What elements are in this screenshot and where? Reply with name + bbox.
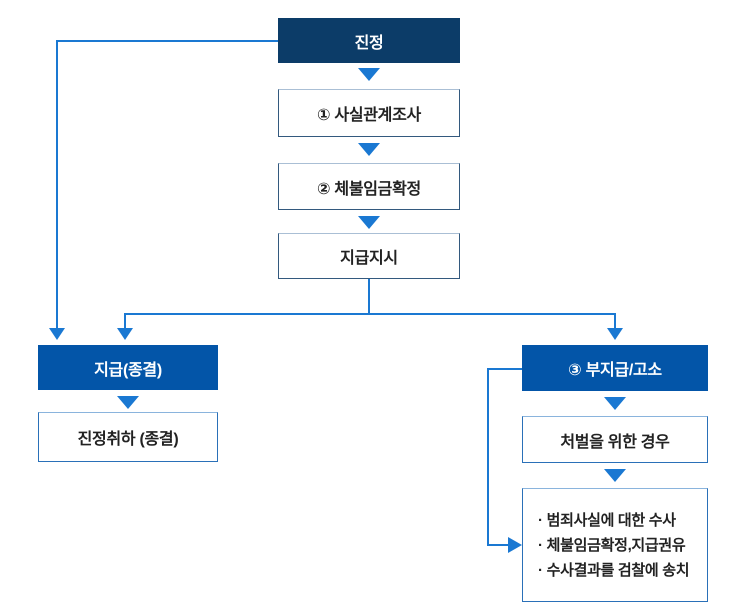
arrow-down-icon — [358, 216, 380, 229]
investigation-item: · 수사결과를 검찰에 송치 — [538, 561, 690, 579]
connector-branch-left-drop — [124, 313, 126, 329]
connector-branch-right-drop — [614, 313, 616, 329]
node-petition: 진정 — [278, 18, 460, 63]
connector-wrap-top — [488, 368, 522, 370]
arrow-down-icon — [358, 68, 380, 81]
arrow-down-icon — [49, 328, 65, 340]
arrow-right-icon — [508, 537, 522, 553]
connector-branch-stem — [368, 279, 370, 315]
node-unpaid-wage-confirmation: ② 체불임금확정 — [278, 163, 460, 210]
connector-petition-left-horizontal — [56, 40, 278, 42]
arrow-down-icon — [604, 397, 626, 410]
node-punishment-case: 처벌을 위한 경우 — [522, 416, 708, 463]
arrow-down-icon — [604, 469, 626, 482]
connector-petition-left-vertical — [56, 40, 58, 329]
node-withdrawal-closed: 진정취하 (종결) — [38, 412, 218, 462]
connector-wrap-vertical — [487, 368, 489, 546]
node-payment-order: 지급지시 — [278, 233, 460, 279]
node-fact-investigation: ① 사실관계조사 — [278, 89, 460, 137]
arrow-down-icon — [607, 328, 623, 340]
arrow-down-icon — [117, 328, 133, 340]
node-nonpayment-accusation: ③ 부지급/고소 — [522, 345, 708, 391]
arrow-down-icon — [358, 143, 380, 156]
node-investigation-list: · 범죄사실에 대한 수사 · 체불임금확정,지급권유 · 수사결과를 검찰에 … — [522, 488, 708, 602]
node-payment-closed: 지급(종결) — [38, 345, 218, 390]
investigation-item: · 범죄사실에 대한 수사 — [538, 511, 676, 529]
connector-wrap-bottom — [487, 544, 508, 546]
arrow-down-icon — [117, 396, 139, 409]
investigation-item: · 체불임금확정,지급권유 — [538, 536, 686, 554]
connector-branch-horizontal — [124, 313, 616, 315]
